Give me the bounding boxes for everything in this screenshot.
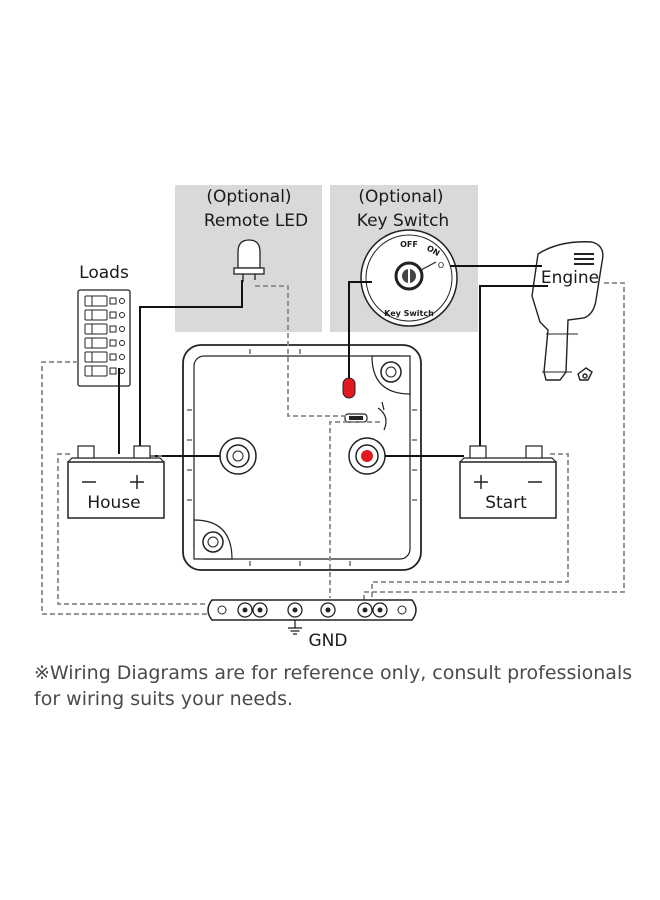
house-terminal-post bbox=[219, 437, 257, 475]
battery-switch-unit bbox=[182, 344, 422, 571]
ground-symbol-icon bbox=[288, 620, 302, 635]
house-battery-icon bbox=[67, 445, 165, 519]
remote-led-optional-label: (Optional) bbox=[206, 187, 291, 207]
loads-switch-panel-icon bbox=[77, 289, 131, 387]
disclaimer-line-2: for wiring suits your needs. bbox=[34, 688, 294, 710]
ground-bus-bar bbox=[207, 599, 417, 621]
key-off-label: OFF bbox=[400, 240, 418, 249]
engine-label: Engine bbox=[541, 268, 599, 288]
key-switch-face-label: Key Switch bbox=[384, 309, 434, 318]
solid-wires bbox=[118, 265, 548, 457]
outboard-engine-icon bbox=[531, 241, 604, 381]
key-o-label: O bbox=[438, 261, 444, 270]
wiring-diagram: (Optional) Remote LED (Optional) Key Swi… bbox=[41, 185, 625, 651]
house-label: House bbox=[87, 493, 140, 513]
key-switch-icon bbox=[360, 229, 458, 327]
dashed-wires bbox=[41, 282, 625, 615]
remote-led-label: Remote LED bbox=[204, 211, 308, 231]
start-battery-icon bbox=[459, 445, 557, 519]
disclaimer-note: ※Wiring Diagrams are for reference only,… bbox=[34, 660, 644, 712]
gnd-label: GND bbox=[309, 631, 348, 651]
key-switch-label: Key Switch bbox=[357, 211, 449, 231]
red-indicator-led bbox=[342, 377, 356, 399]
start-terminal-post bbox=[348, 437, 386, 475]
disclaimer-line-1: ※Wiring Diagrams are for reference only,… bbox=[34, 662, 633, 684]
start-label: Start bbox=[485, 493, 527, 513]
key-switch-optional-label: (Optional) bbox=[358, 187, 443, 207]
loads-label: Loads bbox=[79, 263, 129, 283]
